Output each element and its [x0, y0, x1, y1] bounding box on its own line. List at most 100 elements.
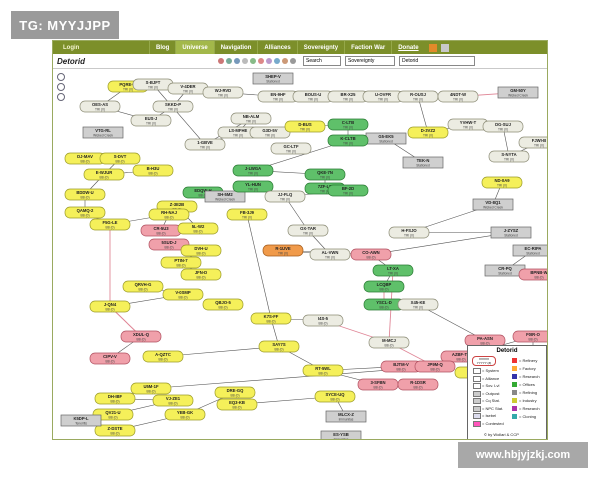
- system-node[interactable]: QAMQ-2BB (0): [64, 206, 106, 219]
- system-node[interactable]: PTIN-7BB (0): [160, 256, 202, 269]
- rss-icon[interactable]: [428, 43, 437, 52]
- nav-alliances[interactable]: Alliances: [257, 41, 296, 54]
- system-node[interactable]: CIPV-VBB (0): [89, 352, 131, 365]
- marker-icon[interactable]: [258, 58, 264, 64]
- circle-icon[interactable]: [242, 58, 248, 64]
- nav-universe[interactable]: Universe: [175, 41, 214, 54]
- system-node[interactable]: BJTM-VBB (0): [380, 360, 422, 373]
- prev-icon[interactable]: [226, 58, 232, 64]
- system-node[interactable]: F0IR-OBB (0): [512, 330, 547, 343]
- system-node[interactable]: YSCL-DBB (0): [363, 298, 405, 311]
- settings-icon[interactable]: [440, 43, 449, 52]
- system-node[interactable]: ES-YSBImmunitas: [320, 430, 362, 439]
- nav-blog[interactable]: Blog: [149, 41, 175, 54]
- route-icon[interactable]: [274, 58, 280, 64]
- system-node[interactable]: XDUL-QBB (0): [120, 330, 162, 343]
- nav-donate[interactable]: Donate: [391, 41, 424, 54]
- search-input[interactable]: Search: [303, 56, 341, 66]
- nav-sovereignty[interactable]: Sovereignty: [296, 41, 344, 54]
- nav-navigation[interactable]: Navigation: [213, 41, 258, 54]
- grid-icon[interactable]: [234, 58, 240, 64]
- region-select[interactable]: Detorid: [399, 56, 475, 66]
- system-node[interactable]: JP9M-QBB (0): [414, 360, 456, 373]
- system-node[interactable]: QV21-UBB (0): [92, 408, 134, 421]
- zoom-out-icon[interactable]: [57, 83, 65, 91]
- system-node[interactable]: QRVH-GBB (0): [122, 280, 164, 293]
- zoom-in-icon[interactable]: [57, 73, 65, 81]
- first-icon[interactable]: [218, 58, 224, 64]
- system-node[interactable]: QBJO-5BB (0): [202, 298, 244, 311]
- system-node[interactable]: BDDW-UBB (0): [64, 188, 106, 201]
- print-icon[interactable]: [290, 58, 296, 64]
- system-node[interactable]: I4S-5BB (0): [302, 314, 344, 327]
- system-node[interactable]: 5SUD-JBB (0): [148, 238, 190, 251]
- star-icon[interactable]: [266, 58, 272, 64]
- reset-view-icon[interactable]: [57, 93, 65, 101]
- system-node[interactable]: BPNB-WBB (0): [518, 268, 547, 281]
- globe-icon[interactable]: [250, 58, 256, 64]
- system-node[interactable]: DVH-UBB (0): [180, 244, 222, 257]
- login-link[interactable]: Login: [63, 44, 80, 51]
